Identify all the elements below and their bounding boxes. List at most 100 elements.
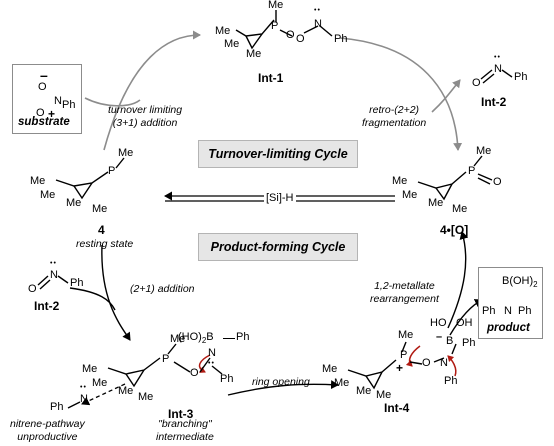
- int2-left-lone-pair: ••: [50, 260, 57, 267]
- substrate-plus: +: [48, 107, 56, 121]
- substrate-box: [12, 64, 82, 134]
- curly-arrow-int4-a: [405, 345, 421, 367]
- nitrene-skeleton: [67, 401, 81, 409]
- int3-boronic-acid: (HO)2B: [178, 331, 214, 346]
- note-branching: "branching"intermediate: [156, 418, 214, 444]
- int1-lone-pair: ••: [314, 7, 321, 14]
- int2-top-ph: Ph: [514, 71, 528, 83]
- int1-o1: O: [286, 29, 295, 41]
- product-n: N: [504, 305, 512, 317]
- int3-o: O: [190, 367, 199, 379]
- substrate-o-top: O: [38, 81, 47, 93]
- int2-left-o: O: [28, 283, 37, 295]
- arrow-cat-to-int3: [101, 244, 131, 341]
- int4-b-ph: Ph: [462, 337, 476, 349]
- int2-left-ph: Ph: [70, 277, 84, 289]
- int3-lone-pair: ••: [208, 360, 215, 367]
- oxide-me-top: Me: [476, 145, 492, 157]
- int4-b-minus: –: [436, 331, 443, 343]
- int4-me-c: Me: [356, 385, 372, 397]
- cat4-me-b: Me: [40, 189, 56, 201]
- cat4-me-c: Me: [66, 197, 82, 209]
- int3-me-a: Me: [82, 363, 98, 375]
- turnover-limiting-cycle-title: Turnover-limiting Cycle: [198, 140, 358, 168]
- int2-top-n: N: [494, 63, 502, 75]
- curly-arrow-int3: [198, 354, 211, 373]
- int4-o: O: [422, 357, 431, 369]
- int4-n: N: [440, 357, 448, 369]
- product-label: product: [487, 322, 530, 334]
- product-boron-formula: B(OH)2: [502, 275, 538, 290]
- oxide-o: O: [493, 176, 502, 188]
- product-ph-left: Ph: [482, 305, 496, 317]
- int4-me-d: Me: [376, 389, 392, 401]
- int1-me-b: Me: [224, 38, 240, 50]
- species-label-int2-left: Int-2: [34, 299, 60, 313]
- oxide-me-c: Me: [428, 197, 444, 209]
- cat4-p: P: [108, 165, 116, 177]
- int1-p: P: [271, 20, 279, 32]
- step-retro-fragmentation: retro-(2+2)fragmentation: [362, 104, 427, 130]
- int4-b: B: [446, 335, 454, 347]
- note-resting-state: resting state: [76, 238, 134, 250]
- int4-p: P: [400, 349, 408, 361]
- arrow-substrate-join: [84, 97, 141, 107]
- species-label-int1: Int-1: [258, 71, 284, 85]
- oxide-skeleton: [417, 155, 493, 201]
- arrow-int2-join: [69, 287, 116, 311]
- int1-o2: O: [296, 33, 305, 45]
- int1-me-c: Me: [246, 48, 262, 60]
- int3-skeleton: [107, 343, 223, 388]
- int3-boronic-ph: Ph: [236, 331, 250, 343]
- int3-me-b: Me: [92, 377, 108, 389]
- substrate-label: substrate: [18, 116, 70, 128]
- int4-skeleton: [347, 341, 457, 390]
- arrow-int1-to-oxide: [339, 37, 463, 151]
- int4-me-b: Me: [334, 377, 350, 389]
- int3-boronic-bond: [223, 338, 235, 339]
- species-label-int2-top: Int-2: [481, 95, 507, 109]
- product-forming-cycle-title: Product-forming Cycle: [198, 233, 358, 261]
- step-2-1-addition: (2+1) addition: [130, 283, 195, 295]
- int4-n-ph: Ph: [444, 375, 458, 387]
- oxide-me-d: Me: [452, 203, 468, 215]
- int3-me-d: Me: [138, 391, 154, 403]
- arrow-int3-to-int4: [227, 380, 339, 396]
- int4-me-top: Me: [398, 329, 414, 341]
- int1-me-a: Me: [215, 25, 231, 37]
- product-ph-right: Ph: [518, 305, 532, 317]
- int3-ph: Ph: [220, 373, 234, 385]
- int3-p: P: [162, 353, 170, 365]
- curly-arrow-int4-b: [447, 355, 457, 377]
- step-ring-opening: ring opening: [252, 376, 310, 388]
- int4-oh: OH: [456, 317, 473, 329]
- step-silane: [Si]-H: [264, 192, 296, 204]
- species-label-cat4: 4: [98, 223, 105, 237]
- arrow-release-int2: [431, 79, 461, 113]
- int4-plus: +: [396, 361, 404, 375]
- species-label-int3: Int-3: [168, 407, 194, 421]
- int2-left-skeleton: [37, 275, 69, 290]
- oxide-me-b: Me: [402, 189, 418, 201]
- cat4-me-a: Me: [30, 175, 46, 187]
- nitrene-lone-pair: ••: [80, 384, 87, 391]
- int2-top-skeleton: [480, 69, 513, 84]
- int3-n: N: [208, 347, 216, 359]
- nitrene-ph: Ph: [50, 401, 64, 413]
- species-label-oxide: 4•[O]: [440, 223, 469, 237]
- int4-ho: HO: [430, 317, 447, 329]
- int3-me-top: Me: [170, 333, 186, 345]
- int2-top-lone-pair: ••: [494, 54, 501, 61]
- arrow-substrate-to-int1: [103, 30, 201, 151]
- int1-ph: Ph: [334, 33, 348, 45]
- product-box: [478, 267, 543, 339]
- int2-top-o: O: [472, 77, 481, 89]
- oxide-p: P: [468, 165, 476, 177]
- int4-me-a: Me: [322, 363, 338, 375]
- int1-skeleton: [235, 10, 333, 50]
- substrate-n: N: [54, 95, 62, 107]
- oxide-me-a: Me: [392, 175, 408, 187]
- step-turnover-limiting: turnover limiting(3+1) addition: [108, 104, 183, 130]
